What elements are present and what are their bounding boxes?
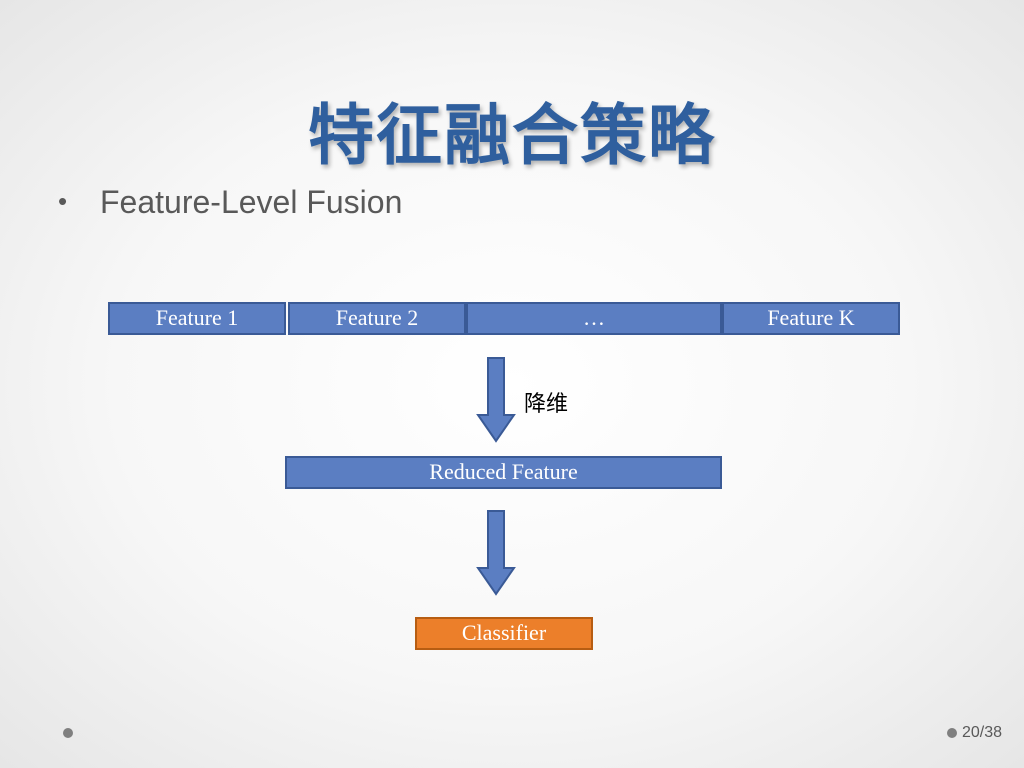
reduce-label: 降维 [524,392,569,417]
feature-box-ellipsis: … [466,302,722,335]
feature-box-1: Feature 1 [108,302,286,335]
bullet-text: Feature-Level Fusion [100,184,403,220]
down-arrow-reduce [476,357,516,443]
bullet-marker: • [58,186,68,216]
footer-right-dot [947,728,957,738]
classifier-box: Classifier [415,617,593,650]
page-number: 20/38 [962,724,1003,741]
down-arrow-classify [476,510,516,596]
slide-title: 特征融合策略 [308,97,716,174]
bullet-item: • Feature-Level Fusion [58,184,402,221]
feature-box-k: Feature K [722,302,900,335]
feature-box-2: Feature 2 [288,302,466,335]
footer-left-dot [63,728,73,738]
reduced-feature-box: Reduced Feature [285,456,722,489]
